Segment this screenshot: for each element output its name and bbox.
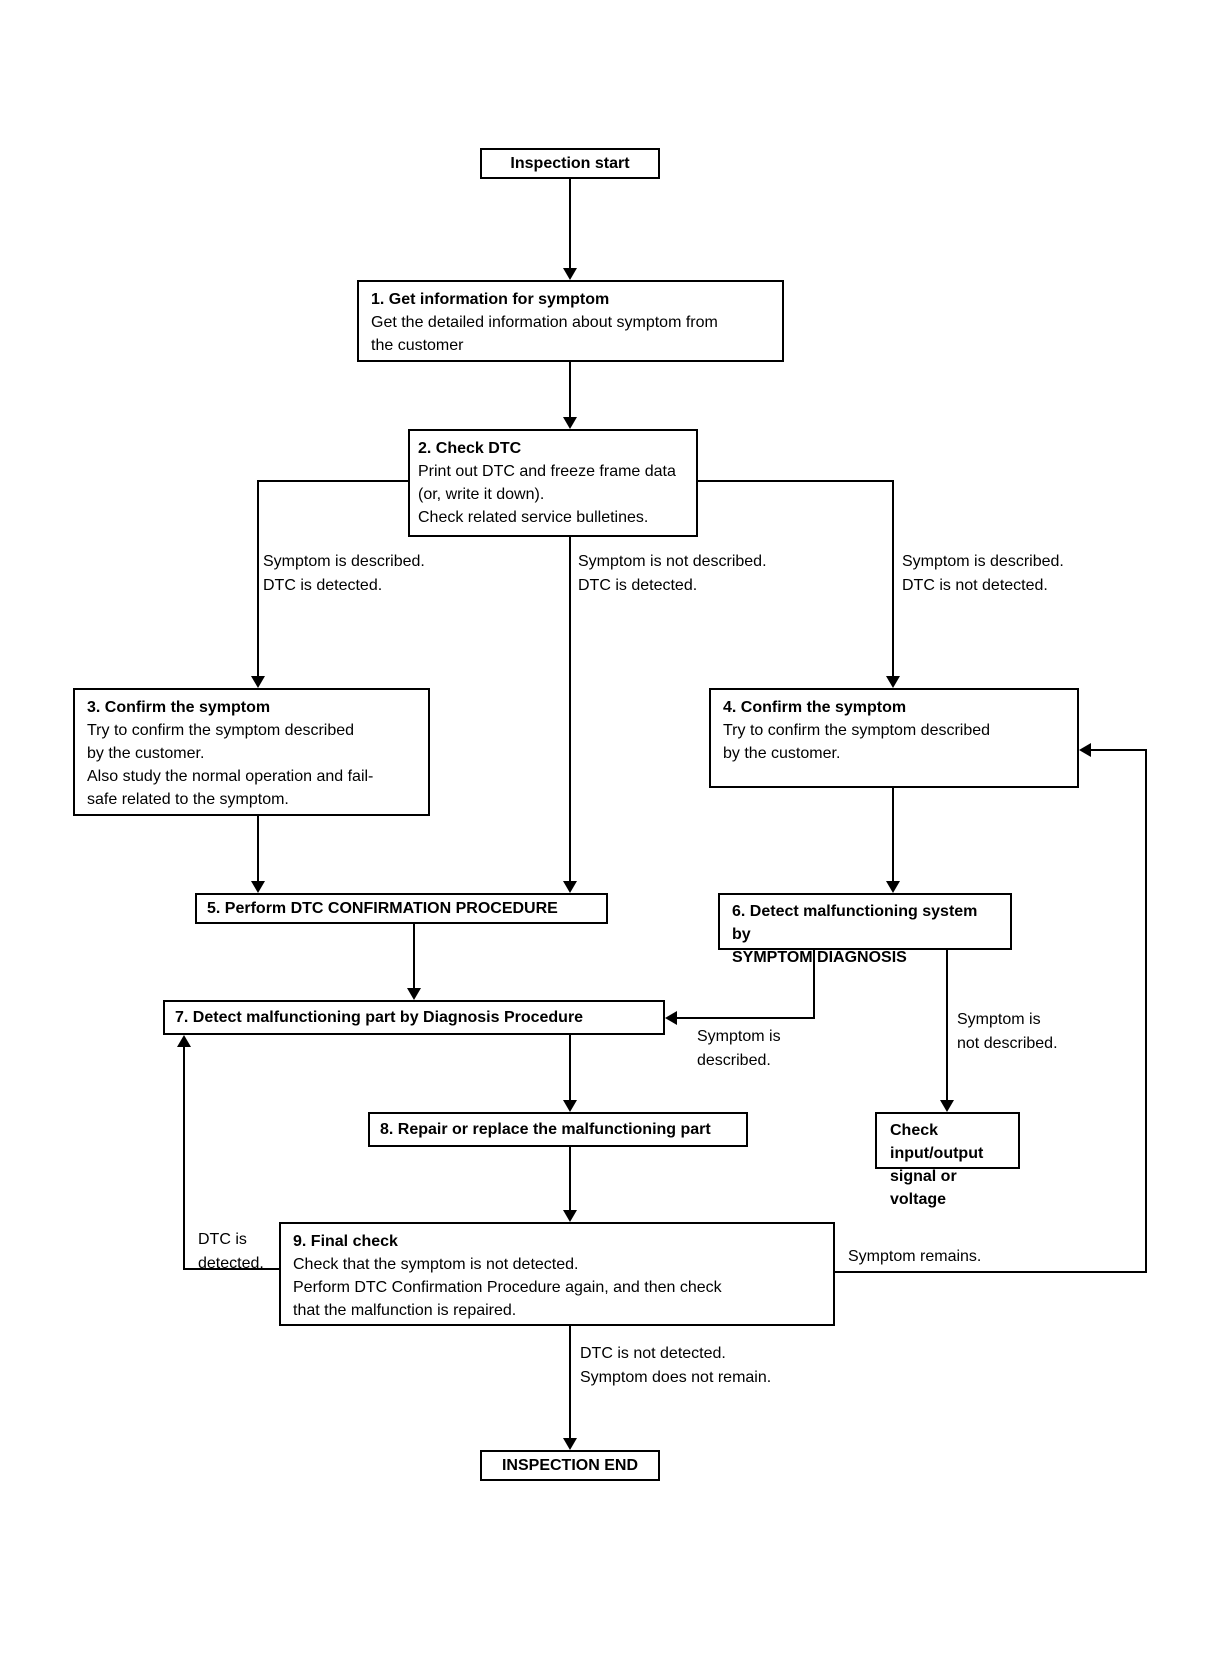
connector-step6-step7-h <box>677 1017 815 1019</box>
step2-body: Print out DTC and freeze frame data (or,… <box>418 463 676 526</box>
node-step6-detect-malfunctioning-system: 6. Detect malfunctioning system by SYMPT… <box>718 893 1012 966</box>
step3-body: Try to confirm the symptom described by … <box>87 722 374 808</box>
connector-step2-right-branch-v <box>892 480 894 676</box>
node-step8-repair-or-replace: 8. Repair or replace the malfunctioning … <box>368 1112 748 1147</box>
arrowhead-into-step7-right <box>665 1011 677 1025</box>
arrowhead-into-step4-right <box>1079 743 1091 757</box>
connector-start-step1 <box>569 179 571 268</box>
edge-label-dtc-not-detected-symptom-does-not-remain: DTC is not detected. Symptom does not re… <box>580 1345 772 1386</box>
connector-step6-checkio <box>946 950 948 1100</box>
connector-step9-step4-v <box>1145 749 1147 1273</box>
connector-step8-step9 <box>569 1147 571 1210</box>
step9-title: 9. Final check <box>293 1233 398 1250</box>
arrowhead-into-step4 <box>886 676 900 688</box>
connector-step9-step7-v <box>183 1047 185 1270</box>
step5-label: 5. Perform DTC CONFIRMATION PROCEDURE <box>207 900 558 917</box>
connector-step4-step6 <box>892 786 894 881</box>
edge-label-symptom-not-described: Symptom is not described. <box>957 1011 1058 1052</box>
arrowhead-into-step3 <box>251 676 265 688</box>
node-step4-confirm-symptom: 4. Confirm the symptom Try to confirm th… <box>709 688 1079 788</box>
arrowhead-into-step9 <box>563 1210 577 1222</box>
node-step9-final-check: 9. Final check Check that the symptom is… <box>279 1222 835 1326</box>
step9-body: Check that the symptom is not detected. … <box>293 1256 722 1319</box>
connector-step9-end <box>569 1326 571 1438</box>
arrowhead-into-step6 <box>886 881 900 893</box>
step1-title: 1. Get information for symptom <box>371 291 610 308</box>
node-step5-dtc-confirmation-procedure: 5. Perform DTC CONFIRMATION PROCEDURE <box>195 893 608 924</box>
step7-label: 7. Detect malfunctioning part by Diagnos… <box>175 1009 584 1026</box>
connector-step6-step7-v <box>813 950 815 1019</box>
step4-body: Try to confirm the symptom described by … <box>723 722 991 762</box>
connector-step7-step8 <box>569 1035 571 1100</box>
edge-label-dtc-detected: DTC is detected. <box>198 1231 264 1272</box>
node-step1-get-information: 1. Get information for symptom Get the d… <box>357 280 784 362</box>
arrowhead-into-step5-left <box>251 881 265 893</box>
inspection-end-label: INSPECTION END <box>501 1457 638 1474</box>
edge-label-symptom-not-described-dtc-detected: Symptom is not described. DTC is detecte… <box>578 553 767 594</box>
node-inspection-end: INSPECTION END <box>480 1450 660 1481</box>
node-step7-detect-malfunctioning-part: 7. Detect malfunctioning part by Diagnos… <box>163 1000 665 1035</box>
connector-step9-step4-h-bottom <box>835 1271 1147 1273</box>
connector-step3-step5 <box>257 814 259 881</box>
arrowhead-into-step7-top <box>407 988 421 1000</box>
edge-label-symptom-described: Symptom is described. <box>697 1028 781 1069</box>
node-step3-confirm-symptom: 3. Confirm the symptom Try to confirm th… <box>73 688 430 816</box>
node-inspection-start: Inspection start <box>480 148 660 179</box>
arrowhead-into-step2 <box>563 417 577 429</box>
arrowhead-into-step7-bottom <box>177 1035 191 1047</box>
connector-step9-step7-h <box>183 1268 279 1270</box>
node-check-input-output: Check input/output signal or voltage <box>875 1112 1020 1208</box>
node-step2-check-dtc: 2. Check DTC Print out DTC and freeze fr… <box>408 429 698 537</box>
edge-label-symptom-described-dtc-detected: Symptom is described. DTC is detected. <box>263 553 425 594</box>
connector-step2-right-branch-h <box>698 480 894 482</box>
step3-title: 3. Confirm the symptom <box>87 699 271 716</box>
connector-step1-step2 <box>569 362 571 417</box>
edge-label-symptom-described-dtc-not-detected: Symptom is described. DTC is not detecte… <box>902 553 1064 594</box>
connector-step2-left-branch-v <box>257 480 259 676</box>
connector-step5-step7 <box>413 924 415 988</box>
arrowhead-into-step5-mid <box>563 881 577 893</box>
step1-body: Get the detailed information about sympt… <box>371 314 718 354</box>
connector-step2-left-branch-h <box>257 480 408 482</box>
connector-step2-mid-branch <box>569 537 571 881</box>
arrowhead-into-step8 <box>563 1100 577 1112</box>
connector-step9-step4-h-top <box>1091 749 1147 751</box>
step8-label: 8. Repair or replace the malfunctioning … <box>380 1121 711 1138</box>
arrowhead-into-checkio <box>940 1100 954 1112</box>
arrowhead-into-end <box>563 1438 577 1450</box>
step2-title: 2. Check DTC <box>418 440 522 457</box>
arrowhead-into-step1 <box>563 268 577 280</box>
edge-label-symptom-remains: Symptom remains. <box>848 1248 982 1265</box>
inspection-start-label: Inspection start <box>510 155 630 172</box>
check-io-label: Check input/output signal or voltage <box>890 1122 984 1208</box>
step4-title: 4. Confirm the symptom <box>723 699 907 716</box>
step6-label: 6. Detect malfunctioning system by SYMPT… <box>732 903 978 966</box>
